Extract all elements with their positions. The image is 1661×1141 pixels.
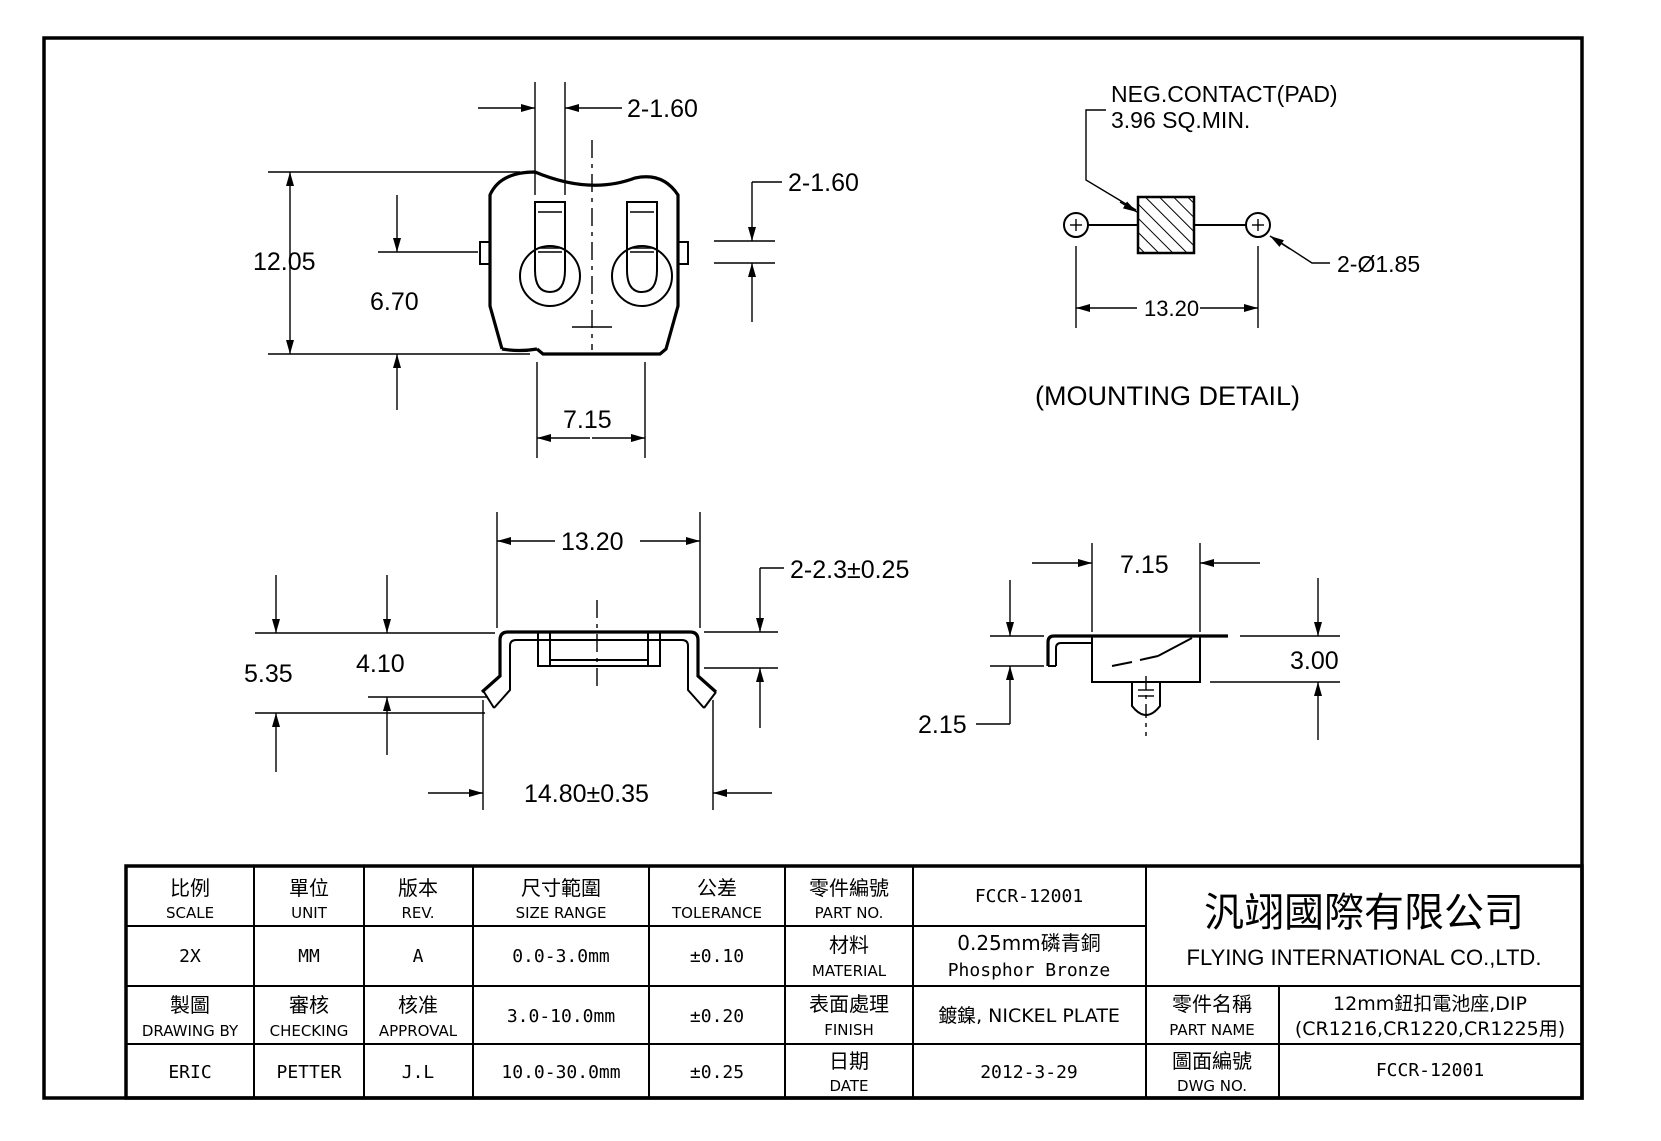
approval-zh: 核准	[398, 993, 438, 1017]
dwg-no-value: FCCR-12001	[1376, 1060, 1484, 1081]
dim-pin-gap: 2-1.60	[788, 169, 859, 197]
finish-label-zh: 表面處理	[809, 992, 889, 1016]
dim-pin-thickness: 2-2.3±0.25	[790, 556, 909, 584]
side-view: 7.15 3.00 2.15	[918, 543, 1340, 740]
header-size-range-en: SIZE RANGE	[516, 904, 607, 922]
unit-value: MM	[298, 946, 320, 967]
header-rev-zh: 版本	[398, 876, 438, 900]
dwg-no-label-en: DWG NO.	[1177, 1077, 1247, 1095]
range-2: 3.0-10.0mm	[507, 1006, 615, 1027]
date-label-en: DATE	[829, 1077, 868, 1095]
header-tolerance-en: TOLERANCE	[671, 904, 762, 922]
dim-side-width: 7.15	[1120, 551, 1169, 579]
drawing-by-zh: 製圖	[170, 993, 210, 1017]
dim-pin-offset: 6.70	[370, 288, 419, 316]
company-name-zh: 汎翊國際有限公司	[1204, 890, 1524, 936]
tolerance-3: ±0.25	[690, 1062, 744, 1083]
dim-total-height: 5.35	[244, 660, 293, 688]
finish-value: 鍍鎳, NICKEL PLATE	[938, 1005, 1120, 1027]
material-zh: 0.25mm磷青銅	[957, 931, 1101, 955]
header-tolerance-zh: 公差	[697, 876, 737, 900]
neg-contact-size: 3.96 SQ.MIN.	[1111, 107, 1250, 133]
date-label-zh: 日期	[829, 1049, 869, 1073]
dim-side-height: 3.00	[1290, 647, 1339, 675]
tolerance-1: ±0.10	[690, 946, 744, 967]
checking-en: CHECKING	[270, 1022, 349, 1040]
header-rev-en: REV.	[402, 904, 435, 922]
dim-side-lead: 2.15	[918, 711, 967, 739]
range-3: 10.0-30.0mm	[501, 1062, 620, 1083]
dim-bottom-width: 7.15	[563, 406, 612, 434]
tolerance-2: ±0.20	[690, 1006, 744, 1027]
dim-pin-spacing: 13.20	[561, 528, 624, 556]
part-no-value: FCCR-12001	[975, 886, 1083, 907]
header-size-range-zh: 尺寸範圍	[521, 876, 601, 900]
mounting-detail-title: (MOUNTING DETAIL)	[1035, 381, 1300, 411]
dim-top-pin-width: 2-1.60	[627, 95, 698, 123]
header-unit-zh: 單位	[289, 876, 329, 900]
neg-contact-label: NEG.CONTACT(PAD)	[1111, 81, 1338, 107]
company-name-en: FLYING INTERNATIONAL CO.,LTD.	[1187, 945, 1542, 970]
dim-body-height: 4.10	[356, 650, 405, 678]
front-view: 13.20 2-2.3±0.25 5.35 4.10 14.80±0.35	[244, 512, 909, 810]
header-unit-en: UNIT	[291, 904, 328, 922]
checked-name: PETTER	[276, 1062, 341, 1083]
rev-value: A	[413, 946, 424, 967]
dwg-no-label-zh: 圖面編號	[1172, 1049, 1252, 1073]
part-name-line-1: 12mm鈕扣電池座,DIP	[1333, 993, 1527, 1015]
material-label-en: MATERIAL	[812, 962, 887, 980]
header-part-no-zh: 零件編號	[809, 876, 889, 900]
range-1: 0.0-3.0mm	[512, 946, 610, 967]
approval-en: APPROVAL	[379, 1022, 458, 1040]
mounting-detail: NEG.CONTACT(PAD) 3.96 SQ.MIN. 2-Ø1.85 13…	[1035, 81, 1420, 411]
dim-total-width: 14.80±0.35	[524, 780, 649, 808]
checking-zh: 審核	[289, 993, 329, 1017]
top-view: 2-1.60 2-1.60 12.05 6.70 7.15	[253, 82, 859, 458]
part-name-line-2: (CR1216,CR1220,CR1225用)	[1295, 1018, 1565, 1040]
material-label-zh: 材料	[829, 933, 869, 957]
material-en: Phosphor Bronze	[948, 960, 1111, 981]
dim-hole-dia: 2-Ø1.85	[1337, 251, 1420, 277]
part-name-label-en: PART NAME	[1169, 1021, 1255, 1039]
finish-label-en: FINISH	[824, 1021, 874, 1039]
dim-hole-spacing: 13.20	[1144, 296, 1199, 321]
header-part-no-en: PART NO.	[815, 904, 884, 922]
date-value: 2012-3-29	[980, 1062, 1078, 1083]
part-name-label-zh: 零件名稱	[1172, 992, 1252, 1016]
drawing-by-en: DRAWING BY	[142, 1022, 239, 1040]
scale-value: 2X	[179, 946, 201, 967]
header-scale-zh: 比例	[170, 876, 210, 900]
drawn-name: ERIC	[168, 1062, 211, 1083]
approved-name: J.L	[402, 1062, 435, 1083]
title-block: 比例 SCALE 單位 UNIT 版本 REV. 尺寸範圍 SIZE RANGE…	[124, 864, 1584, 1100]
header-scale-en: SCALE	[166, 904, 214, 922]
dim-overall-height: 12.05	[253, 248, 316, 276]
